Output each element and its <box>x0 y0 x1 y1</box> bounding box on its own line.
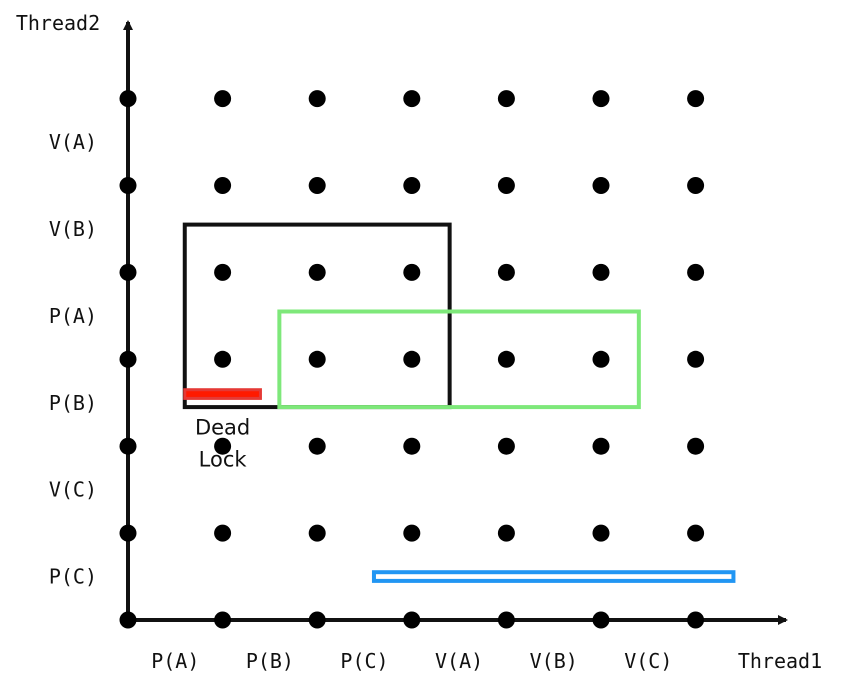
grid-dot <box>687 437 705 455</box>
grid-dot <box>403 177 421 194</box>
grid-dot <box>214 524 232 542</box>
grid-dot <box>403 524 421 542</box>
x-axis-title: Thread1 <box>738 649 822 673</box>
y-tick-label: P(B) <box>49 391 97 415</box>
y-tick-label: P(A) <box>49 304 97 328</box>
x-tick-label: V(B) <box>530 649 578 673</box>
grid-dot <box>308 177 326 194</box>
grid-dot <box>592 350 610 368</box>
x-tick-label: P(C) <box>340 649 388 673</box>
x-tick-label: P(B) <box>246 649 294 673</box>
lock-b-region <box>277 309 641 410</box>
grid-dot <box>403 350 421 368</box>
grid-dot <box>308 611 326 629</box>
grid-dot <box>214 350 232 368</box>
grid-dot <box>214 437 232 455</box>
grid-dot <box>592 437 610 455</box>
grid-dot <box>119 611 137 629</box>
grid-dot <box>497 524 515 542</box>
grid-dot <box>308 90 326 108</box>
lock-c-region <box>371 570 736 583</box>
grid-dot <box>687 177 705 194</box>
grid-dot <box>214 611 232 629</box>
grid-dot <box>497 177 515 194</box>
grid-dot <box>497 611 515 629</box>
grid-dot <box>592 90 610 108</box>
grid-dot <box>592 263 610 281</box>
y-tick-label: V(B) <box>49 217 97 241</box>
deadlock-box <box>183 388 262 400</box>
grid-dot <box>308 263 326 281</box>
grid-dot <box>403 437 421 455</box>
grid-dot <box>214 177 232 194</box>
x-tick-label: V(C) <box>624 649 672 673</box>
y-tick-label: P(C) <box>49 565 97 589</box>
grid-dot <box>119 177 137 194</box>
grid-dot <box>687 524 705 542</box>
grid-dot <box>308 437 326 455</box>
y-tick-label: V(A) <box>49 130 97 154</box>
grid-dot <box>687 350 705 368</box>
grid-dot <box>119 437 137 455</box>
grid-dot <box>403 263 421 281</box>
grid-dot <box>497 437 515 455</box>
grid-dot <box>592 611 610 629</box>
grid-dot <box>214 90 232 108</box>
grid-dot <box>403 90 421 108</box>
grid-dot <box>592 524 610 542</box>
x-tick-label: P(A) <box>151 649 199 673</box>
grid-dot <box>687 611 705 629</box>
lock-a-region <box>182 222 452 410</box>
grid-dot <box>592 177 610 194</box>
y-axis-title: Thread2 <box>16 11 100 35</box>
y-tick-label: V(C) <box>49 478 97 502</box>
deadlock-label-line1: Dead <box>195 416 250 440</box>
grid-dot <box>308 350 326 368</box>
grid-dot <box>119 350 137 368</box>
grid-dot <box>497 350 515 368</box>
grid-dot <box>687 263 705 281</box>
grid-dot <box>214 263 232 281</box>
grid-dot <box>119 263 137 281</box>
grid-dot <box>308 524 326 542</box>
grid-dot <box>687 90 705 108</box>
grid-dot <box>119 524 137 542</box>
grid-dot <box>497 90 515 108</box>
x-tick-label: V(A) <box>435 649 483 673</box>
grid-dot <box>403 611 421 629</box>
grid-dot <box>497 263 515 281</box>
grid-dot <box>119 90 137 108</box>
